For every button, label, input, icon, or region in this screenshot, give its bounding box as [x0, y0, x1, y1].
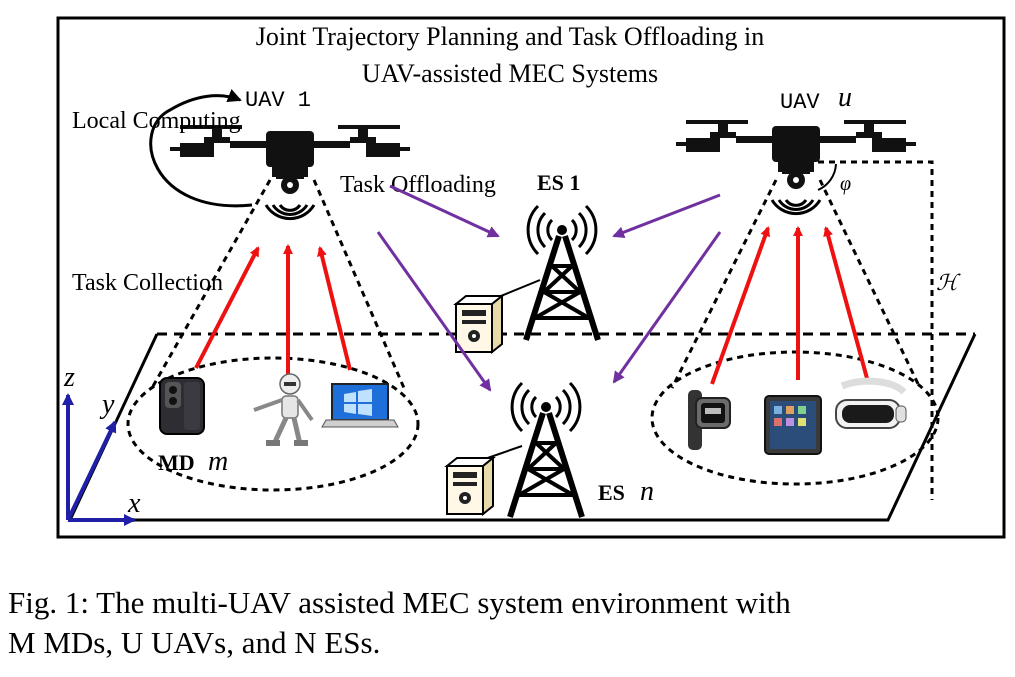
- uavu-coverage-cone: [670, 179, 922, 389]
- es1-server-icon: [455, 295, 503, 353]
- laptop-icon: [321, 383, 399, 428]
- uavu-label: UAV: [780, 90, 820, 115]
- offload-arrow-uav1-es1: [389, 184, 500, 238]
- smartwatch-icon: [688, 390, 731, 450]
- axis-z-label: z: [63, 362, 75, 393]
- figure-frame: [56, 16, 1006, 539]
- uav1-coverage-area: [126, 356, 420, 492]
- height-label: ℋ: [936, 270, 961, 295]
- system-diagram: Joint Trajectory Planning and Task Offlo…: [56, 16, 1006, 539]
- angle-label: φ: [840, 173, 851, 195]
- upload-arrow-vr: [823, 226, 870, 383]
- figure-caption: Fig. 1: The multi-UAV assisted MEC syste…: [8, 583, 1008, 663]
- task-collection-label: Task Collection: [72, 270, 223, 296]
- md-variable: m: [208, 446, 228, 477]
- offload-arrow-uav1-esn: [376, 231, 492, 392]
- local-computing-label: Local Computing: [72, 108, 241, 134]
- angle-arc: [817, 163, 837, 191]
- smartphone-icon: [159, 377, 205, 435]
- axis-x-label: x: [127, 488, 141, 519]
- task-offloading-label: Task Offloading: [340, 172, 496, 198]
- md-label: MD: [158, 450, 195, 475]
- es1-antenna-tower-icon: [526, 206, 598, 340]
- upload-arrow-watch: [710, 226, 771, 385]
- offload-arrow-uavu-esn: [612, 231, 722, 384]
- offload-arrows: [376, 184, 722, 392]
- esn-variable: n: [640, 476, 654, 507]
- diagram-title-line1: Joint Trajectory Planning and Task Offlo…: [256, 22, 765, 51]
- caption-line2: M MDs, U UAVs, and N ESs.: [8, 625, 381, 660]
- upload-arrows: [194, 226, 870, 385]
- es1-label: ES 1: [537, 170, 580, 195]
- uav1-coverage-cone: [150, 179, 406, 389]
- esn-label: ES: [598, 480, 625, 505]
- vr-headset-icon: [835, 377, 907, 429]
- local-computing-arrow: [149, 89, 253, 208]
- upload-arrow-laptop: [317, 246, 352, 371]
- tablet-icon: [764, 395, 822, 455]
- axes: z y x: [62, 362, 141, 526]
- robot-icon: [253, 373, 314, 446]
- uavu-signal-icon: [770, 198, 822, 216]
- uav1-signal-icon: [264, 203, 316, 221]
- diagram-title-line2: UAV-assisted MEC Systems: [362, 59, 658, 88]
- esn-antenna-tower-icon: [510, 383, 582, 517]
- upload-arrow-phone: [194, 246, 260, 369]
- height-indicator: [818, 160, 934, 500]
- uav1-label: UAV 1: [245, 88, 311, 113]
- caption-line1: Fig. 1: The multi-UAV assisted MEC syste…: [8, 585, 791, 620]
- esn-server-icon: [446, 457, 494, 515]
- offload-arrow-uavu-es1: [612, 193, 721, 238]
- axis-y-label: y: [99, 389, 115, 420]
- uavu-variable: u: [838, 82, 852, 113]
- es1-cable: [495, 279, 541, 299]
- uavu-coverage-area: [650, 350, 940, 486]
- uavu-drone-icon: [676, 120, 916, 189]
